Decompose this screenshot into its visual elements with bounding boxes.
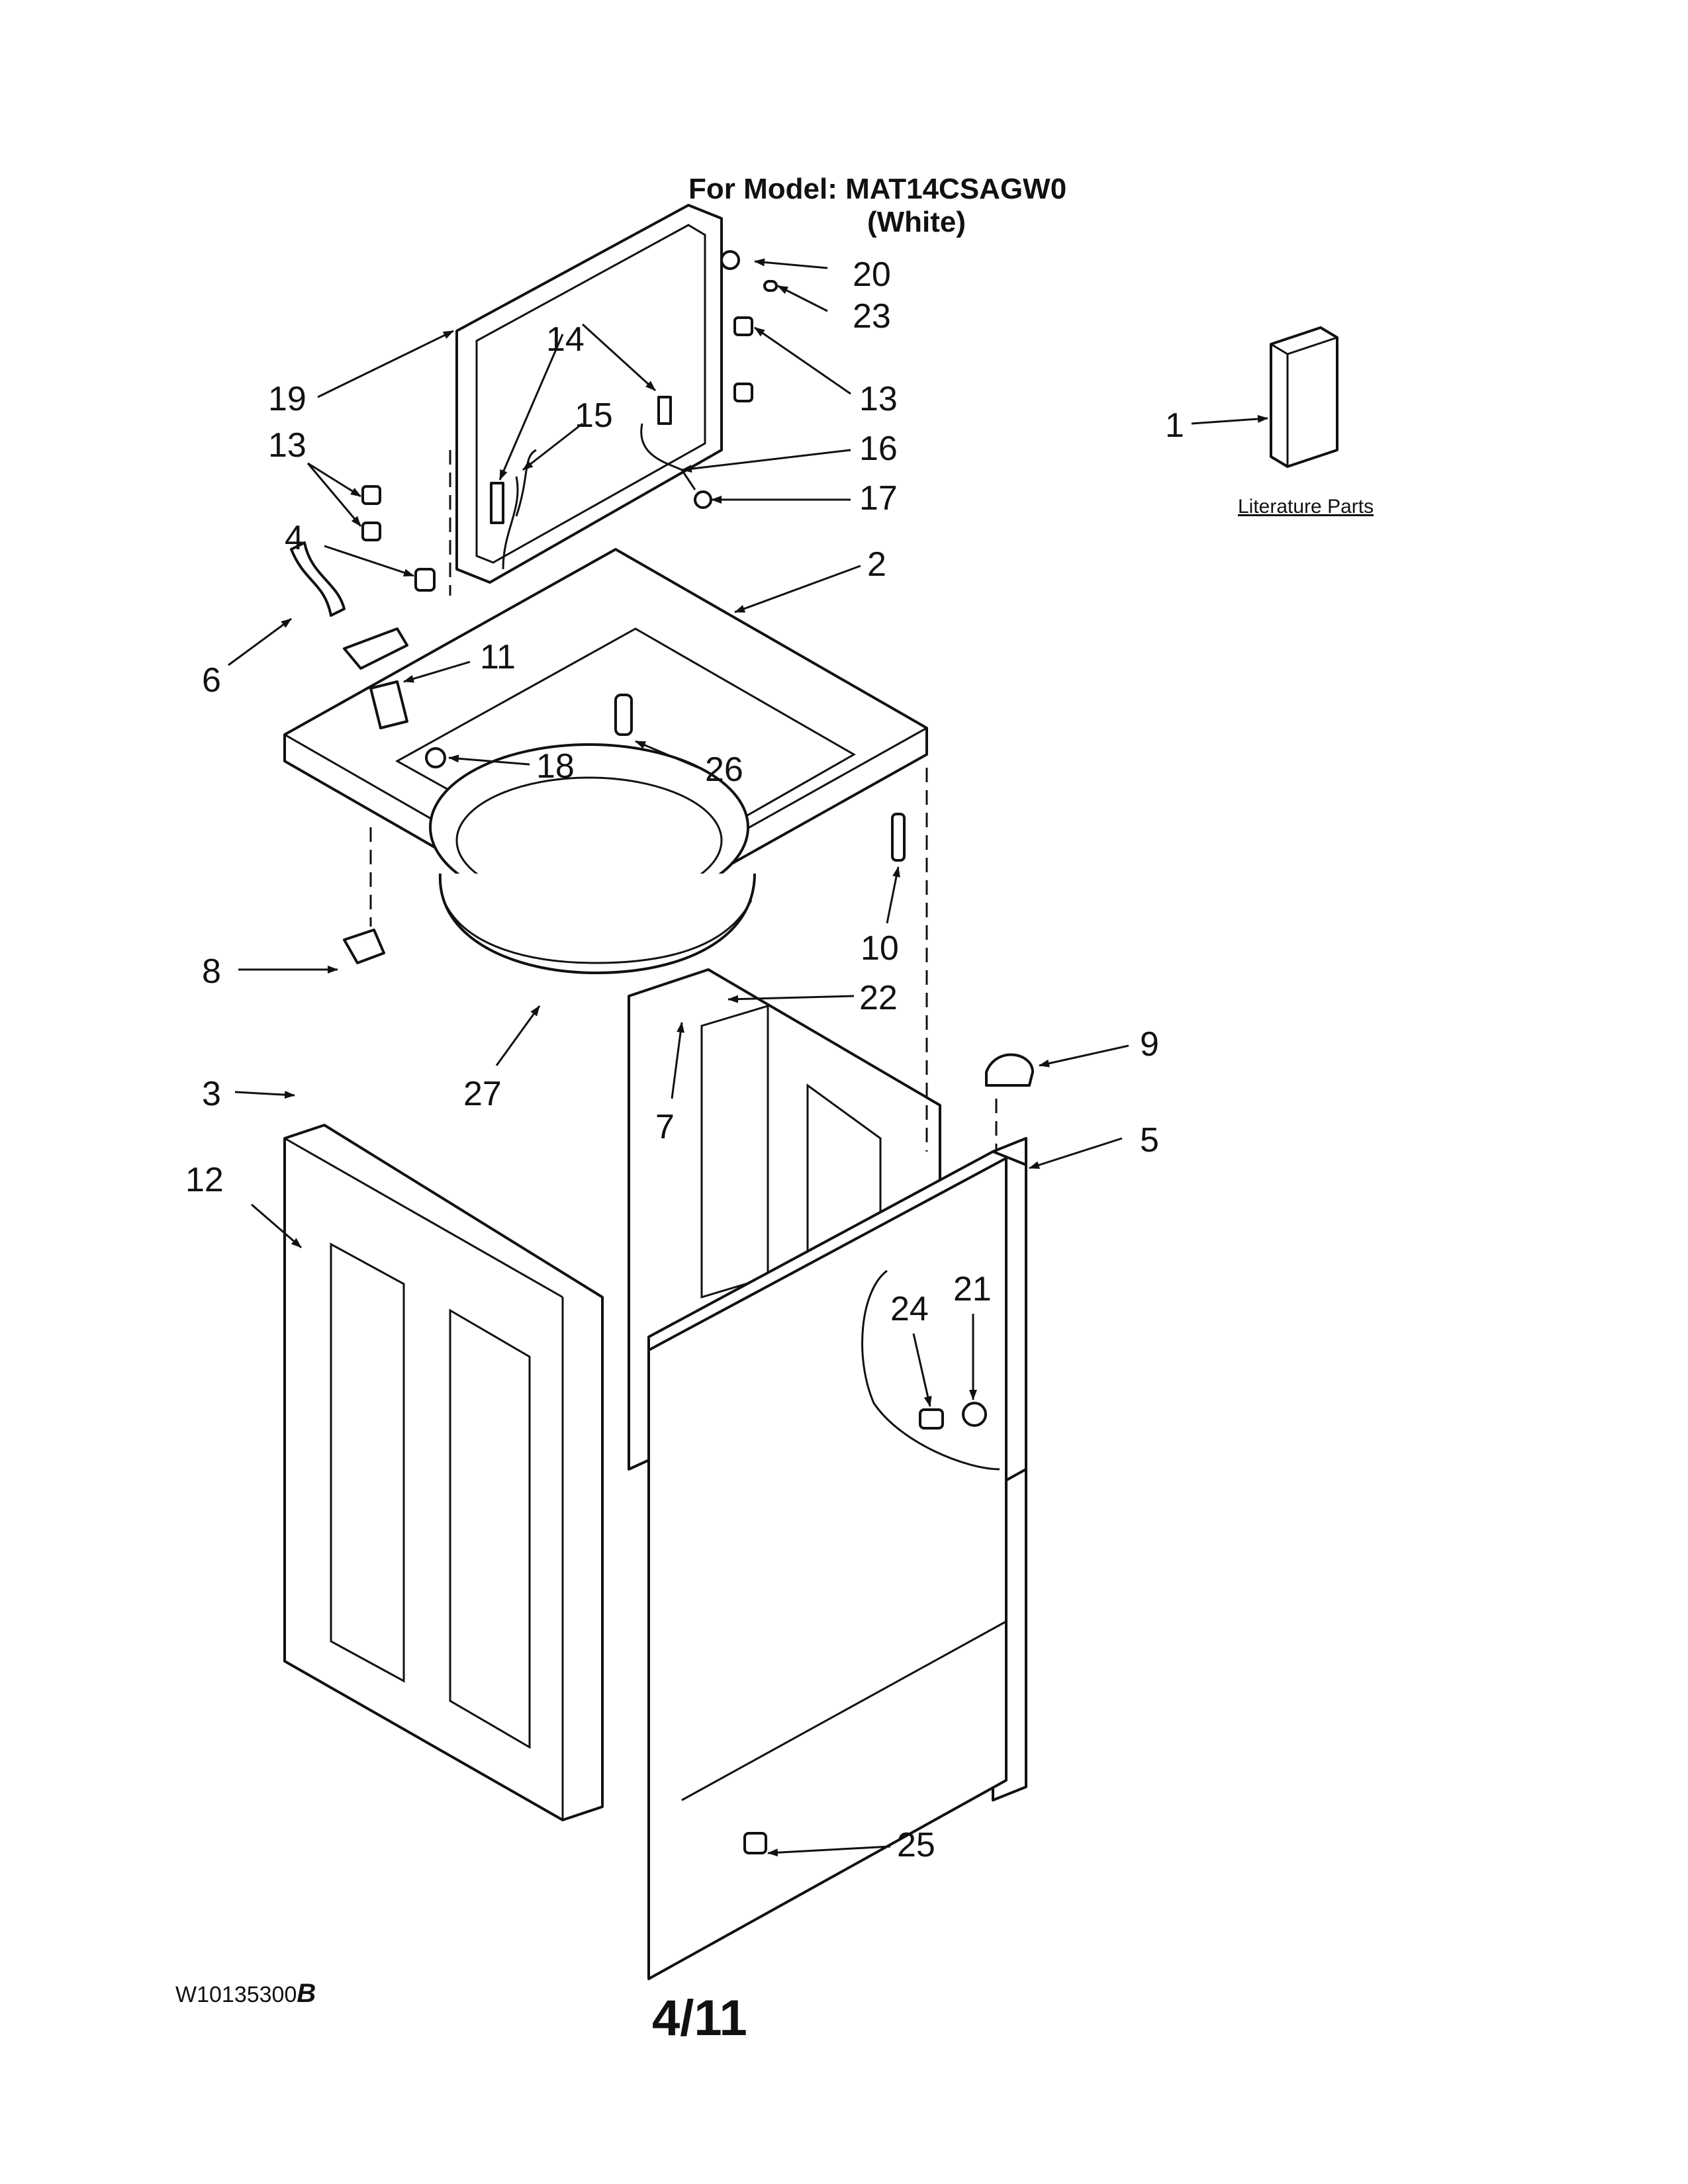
lower-side-panel <box>647 1157 1008 1980</box>
callout-2: 2 <box>867 545 886 584</box>
callout-27: 27 <box>463 1075 502 1113</box>
document-code: W10135300B <box>175 1979 316 2008</box>
callout-19: 19 <box>268 380 306 418</box>
page-number: 4/11 <box>652 1990 747 2046</box>
callout-13-left: 13 <box>268 426 306 465</box>
callout-leader-lines <box>228 258 1268 1857</box>
callout-12: 12 <box>185 1161 224 1199</box>
callout-17: 17 <box>859 479 898 518</box>
callout-7: 7 <box>655 1108 675 1146</box>
literature-parts-label: Literature Parts <box>1238 496 1374 518</box>
callout-10: 10 <box>861 929 899 968</box>
callout-25: 23 <box>853 297 891 336</box>
callout-24: 25 <box>897 1826 935 1864</box>
literature-book-icon <box>1270 326 1338 468</box>
lid-part-19 <box>455 204 723 584</box>
callout-13-right: 13 <box>859 380 898 418</box>
callout-15: 15 <box>575 396 613 435</box>
callout-21: 21 <box>953 1270 992 1308</box>
callout-16: 16 <box>859 430 898 468</box>
callout-8: 8 <box>202 952 221 991</box>
callout-20: 22 <box>859 979 898 1017</box>
callout-18: 18 <box>536 747 575 786</box>
model-title: For Model: MAT14CSAGW0 <box>688 173 1066 205</box>
callout-11: 11 <box>480 638 516 676</box>
front-panel-part-12 <box>283 1124 604 1821</box>
callout-26: 26 <box>705 751 743 789</box>
callout-22: 20 <box>853 255 891 294</box>
document-code-number: W10135300 <box>175 1982 297 2007</box>
callout-14: 14 <box>546 320 585 359</box>
model-color: (White) <box>867 206 966 238</box>
lid-screws-and-bumpers <box>361 250 778 541</box>
callout-5: 5 <box>1140 1121 1159 1160</box>
callout-6: 6 <box>202 661 221 700</box>
callout-1: 1 <box>1165 406 1184 445</box>
callout-23: 24 <box>890 1290 929 1328</box>
callout-3: 3 <box>202 1075 221 1113</box>
callout-9: 9 <box>1140 1025 1159 1064</box>
lid-switch-actuator-parts <box>490 396 712 570</box>
top-cabinet-part-2 <box>283 548 928 941</box>
tub-ring-part-27 <box>438 873 756 974</box>
document-revision: B <box>297 1979 316 2008</box>
callout-4: 4 <box>285 519 304 557</box>
